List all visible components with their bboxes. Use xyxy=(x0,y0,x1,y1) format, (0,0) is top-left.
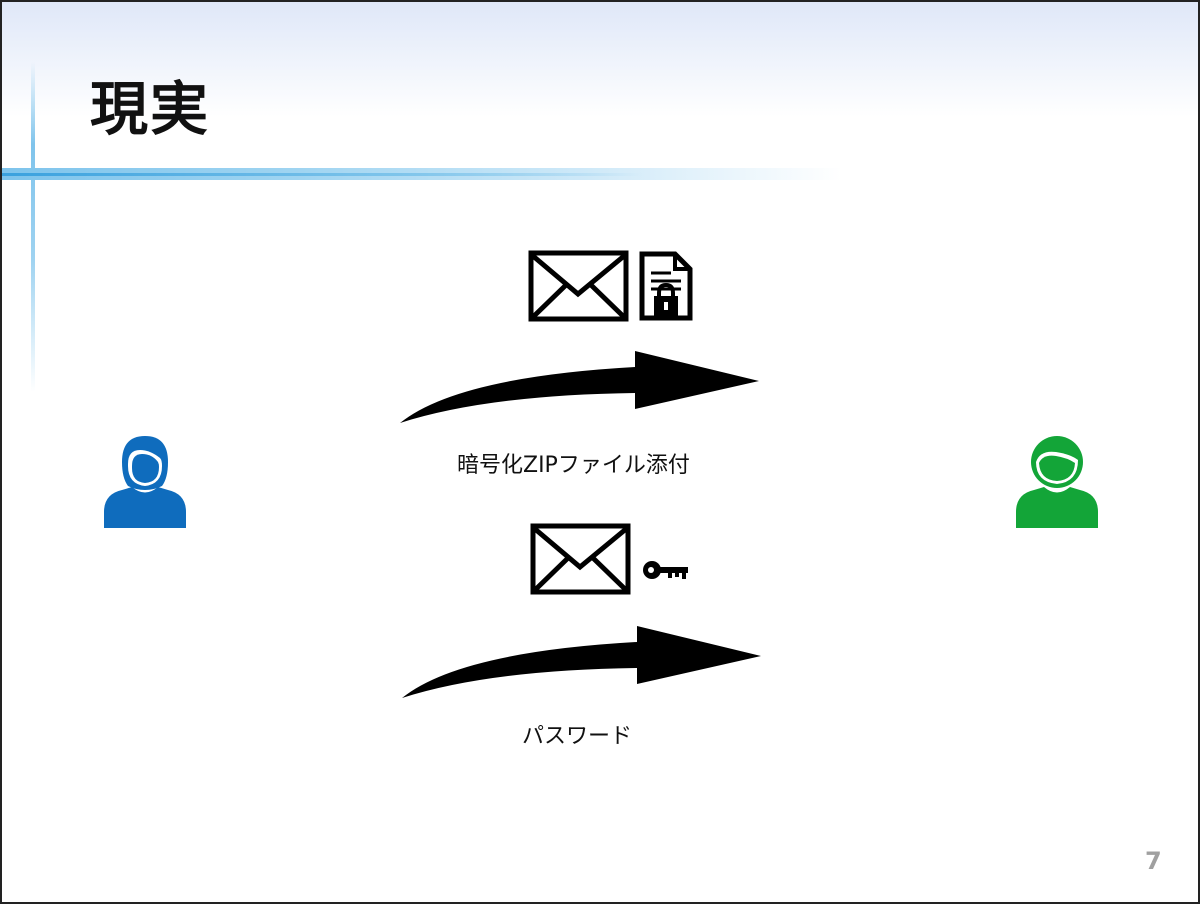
envelope-icon xyxy=(528,250,629,322)
header-gradient xyxy=(2,2,1198,117)
decorative-horizontal-line-core xyxy=(2,173,642,176)
step-caption-password: パスワード xyxy=(522,724,633,749)
curved-arrow-icon xyxy=(402,626,761,698)
person-female-icon xyxy=(104,436,186,528)
page-number: 7 xyxy=(1145,847,1162,875)
decorative-vertical-line xyxy=(31,62,35,392)
envelope-icon xyxy=(530,523,631,595)
person-male-icon xyxy=(1016,436,1098,528)
slide-title: 現実 xyxy=(90,75,211,143)
locked-document-icon xyxy=(639,251,693,321)
curved-arrow-icon xyxy=(400,351,759,423)
step-caption-attachment: 暗号化ZIPファイル添付 xyxy=(457,453,690,478)
key-icon xyxy=(643,561,688,579)
